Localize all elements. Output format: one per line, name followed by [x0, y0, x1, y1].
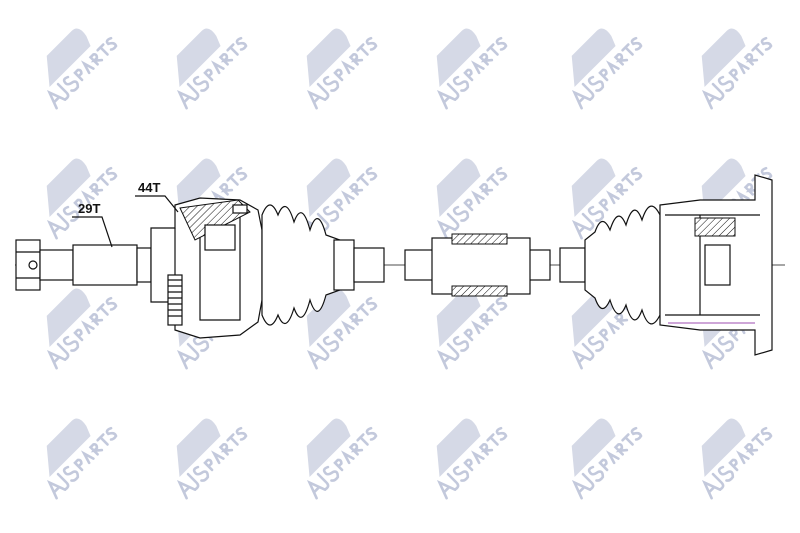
ajs-parts-watermark: [701, 28, 773, 110]
ajs-parts-watermark: [306, 288, 378, 370]
inner-tripod-joint: [659, 174, 773, 356]
ajs-parts-watermark: [701, 418, 773, 500]
ajs-parts-watermark: [436, 28, 508, 110]
ajs-parts-watermark: [176, 418, 248, 500]
shaft-left: [353, 247, 385, 283]
label-44t: 44T: [135, 180, 179, 213]
ajs-parts-watermark: [436, 288, 508, 370]
shaft-right: [559, 247, 586, 283]
spline-count-29t: 29T: [78, 201, 100, 216]
ajs-parts-watermark: [46, 288, 118, 370]
ajs-parts-watermark: [571, 418, 643, 500]
ajs-parts-watermark: [571, 28, 643, 110]
damper-weight: [431, 233, 531, 297]
ajs-parts-watermark: [436, 158, 508, 240]
ajs-parts-watermark: [571, 158, 643, 240]
abs-ring: [167, 274, 183, 326]
outer-boot-clamp: [333, 239, 355, 291]
outer-stub-axle: [15, 239, 152, 291]
label-29t: 29T: [72, 201, 113, 248]
ajs-parts-watermark: [46, 418, 118, 500]
outer-cv-joint: [150, 197, 263, 339]
ajs-parts-watermark: [306, 28, 378, 110]
ajs-parts-watermark: [436, 418, 508, 500]
abs-tooth-count-44t: 44T: [138, 180, 160, 195]
ajs-parts-watermark: [46, 28, 118, 110]
ajs-parts-watermark: [46, 158, 118, 240]
ajs-parts-watermark: [306, 418, 378, 500]
ajs-parts-watermark: [176, 28, 248, 110]
